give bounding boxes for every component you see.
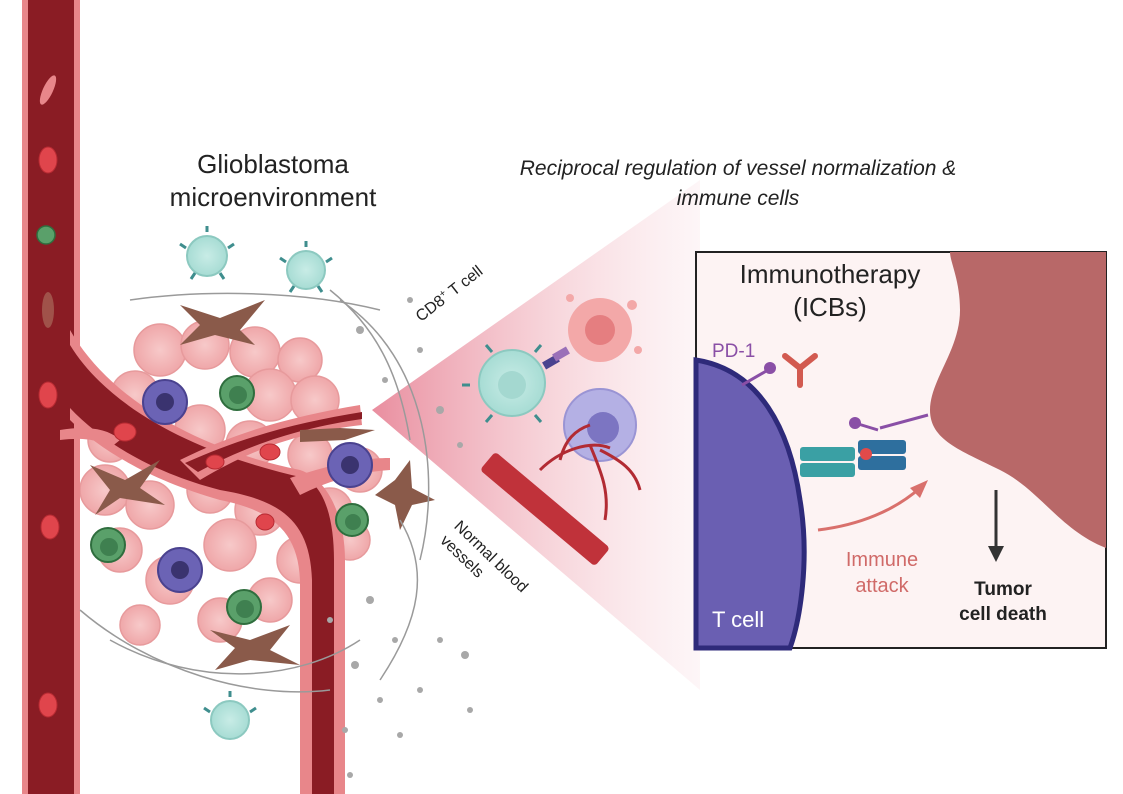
immunotherapy-title: Immunotherapy(ICBs): [739, 259, 921, 322]
t-cell-receptors: [179, 226, 333, 714]
extracellular-fibers: [79, 289, 430, 693]
cell-death-arrowhead: [988, 546, 1004, 562]
cd8-t-cell-zoom: [462, 344, 570, 423]
tumor-cell-zoom: [566, 294, 642, 362]
green-cell-icon: [36, 225, 56, 245]
elongated-cell-icon: [39, 75, 57, 105]
macrophage-nuclei: [156, 393, 359, 579]
green-cell-icons: [90, 375, 369, 625]
t-cell-icons: [186, 235, 326, 740]
green-cell-nuclei: [100, 386, 361, 618]
scattered-particles: [327, 297, 473, 778]
immune-attack-arrowhead: [910, 480, 928, 498]
macrophage-zoom: [563, 388, 637, 462]
normal-vessel-zoom: [481, 423, 642, 565]
immune-attack-arrow: [817, 486, 921, 532]
red-blood-cells: [38, 146, 281, 718]
t-cell-label: T cell: [712, 607, 765, 632]
pd1-label: PD-1: [712, 341, 756, 362]
diagram-subtitle: Reciprocal regulation of vessel normaliz…: [519, 157, 957, 210]
zoom-cone: [372, 180, 700, 690]
immunotherapy-panel: [693, 251, 1107, 651]
elongated-cell-icon: [42, 292, 54, 328]
fibroblast-icons: [90, 300, 435, 670]
